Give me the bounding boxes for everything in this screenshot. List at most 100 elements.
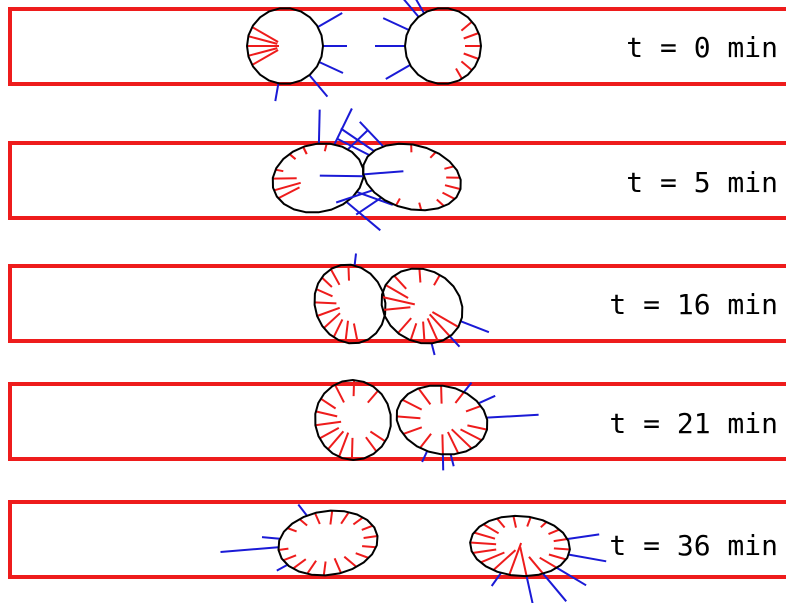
- red-spike-13: [528, 556, 544, 575]
- red-spike-2: [273, 181, 301, 192]
- blue-spike-1: [486, 413, 539, 419]
- panel-t0: t = 0 min: [8, 0, 786, 102]
- time-label-t0: t = 0 min: [626, 31, 778, 64]
- cells-t0: [246, 0, 482, 102]
- panel-t21: t = 21 min: [8, 379, 786, 471]
- red-spike-4: [442, 191, 456, 200]
- blue-spike-1: [353, 253, 357, 266]
- blue-spike-2: [478, 394, 496, 405]
- red-spike-3: [480, 551, 505, 564]
- red-spike-9: [385, 284, 409, 299]
- blue-spike-3: [319, 174, 364, 178]
- red-spike-1: [508, 542, 523, 576]
- red-spike-15: [278, 547, 289, 551]
- cell-outline: [314, 379, 392, 461]
- cells-t16: [313, 253, 490, 356]
- blue-spike-3: [463, 381, 473, 393]
- red-spike-8: [302, 146, 308, 155]
- time-label-t16: t = 16 min: [609, 288, 778, 321]
- blue-spike-3: [318, 61, 344, 74]
- red-spike-10: [417, 387, 432, 405]
- red-spike-6: [363, 535, 378, 539]
- red-spike-5: [409, 322, 418, 341]
- red-spike-6: [314, 301, 337, 305]
- red-spike-4: [275, 168, 284, 173]
- red-spike-8: [496, 517, 506, 529]
- red-spike-1: [251, 49, 279, 66]
- red-spike-4: [323, 312, 341, 329]
- cell-outline: [469, 514, 571, 578]
- cells-t36: [220, 503, 607, 603]
- blue-spike-2: [359, 121, 384, 148]
- red-spike-6: [419, 433, 432, 449]
- red-spike-18: [548, 528, 560, 536]
- red-spike-1: [352, 323, 359, 344]
- blue-spike-5: [355, 196, 382, 216]
- red-spike-12: [433, 274, 441, 286]
- red-spike-7: [323, 143, 328, 152]
- red-spike-2: [344, 320, 349, 343]
- red-spike-12: [369, 430, 386, 443]
- red-spike-5: [361, 524, 374, 531]
- blue-spike-5: [415, 0, 425, 14]
- red-spike-2: [463, 32, 480, 40]
- channel-t5: [8, 141, 786, 220]
- blue-spike-1: [220, 546, 279, 553]
- red-spike-4: [463, 52, 480, 60]
- red-spike-7: [382, 306, 411, 311]
- red-spike-5: [316, 306, 341, 317]
- red-spike-2: [492, 549, 517, 571]
- red-spike-7: [320, 397, 337, 410]
- red-spike-4: [248, 35, 278, 45]
- blue-spike-5: [449, 454, 455, 467]
- red-spike-5: [436, 198, 445, 207]
- red-spike-2: [460, 428, 483, 442]
- red-spike-2: [428, 313, 451, 338]
- blue-spike-6: [336, 137, 370, 156]
- blue-spike-4: [542, 573, 567, 602]
- red-spike-8: [429, 151, 437, 159]
- red-spike-13: [465, 404, 482, 413]
- cell-outline: [395, 384, 489, 456]
- blue-spike-6: [345, 201, 381, 232]
- red-spike-3: [444, 184, 461, 191]
- blue-spike-1: [385, 64, 411, 80]
- red-spike-9: [343, 555, 358, 568]
- blue-spike-2: [568, 553, 607, 563]
- blue-spike-4: [297, 503, 308, 517]
- red-spike-5: [441, 434, 444, 455]
- red-spike-2: [338, 432, 350, 458]
- red-spike-11: [418, 268, 422, 283]
- red-spike-1: [277, 186, 300, 200]
- red-spike-1: [314, 512, 321, 525]
- red-spike-16: [553, 547, 570, 551]
- red-spike-9: [352, 380, 356, 397]
- panel-t16: t = 16 min: [8, 253, 786, 356]
- red-spike-6: [315, 410, 338, 418]
- red-spike-5: [470, 541, 497, 546]
- red-spike-14: [539, 556, 558, 569]
- red-spike-2: [248, 47, 278, 57]
- panel-t36: t = 36 min: [8, 500, 786, 603]
- red-spike-4: [319, 427, 340, 440]
- red-spike-5: [460, 60, 473, 72]
- cells-t5: [271, 108, 462, 232]
- cell-2-t5: [319, 121, 462, 216]
- cell-2-t21: [395, 381, 539, 471]
- red-spike-7: [395, 198, 401, 206]
- red-spike-5: [251, 26, 279, 43]
- blue-spike-4: [335, 189, 373, 204]
- panel-t5: t = 5 min: [8, 108, 786, 232]
- blue-spike-3: [276, 564, 288, 572]
- red-spike-2: [329, 510, 334, 525]
- red-spike-4: [472, 548, 497, 554]
- red-spike-1: [350, 437, 354, 460]
- red-spike-3: [426, 317, 440, 343]
- red-spike-9: [401, 398, 423, 411]
- red-spike-16: [286, 527, 297, 533]
- blue-spike-4: [308, 74, 329, 98]
- red-spike-7: [402, 426, 423, 436]
- red-spike-4: [422, 321, 426, 344]
- channel-t0: [8, 7, 786, 86]
